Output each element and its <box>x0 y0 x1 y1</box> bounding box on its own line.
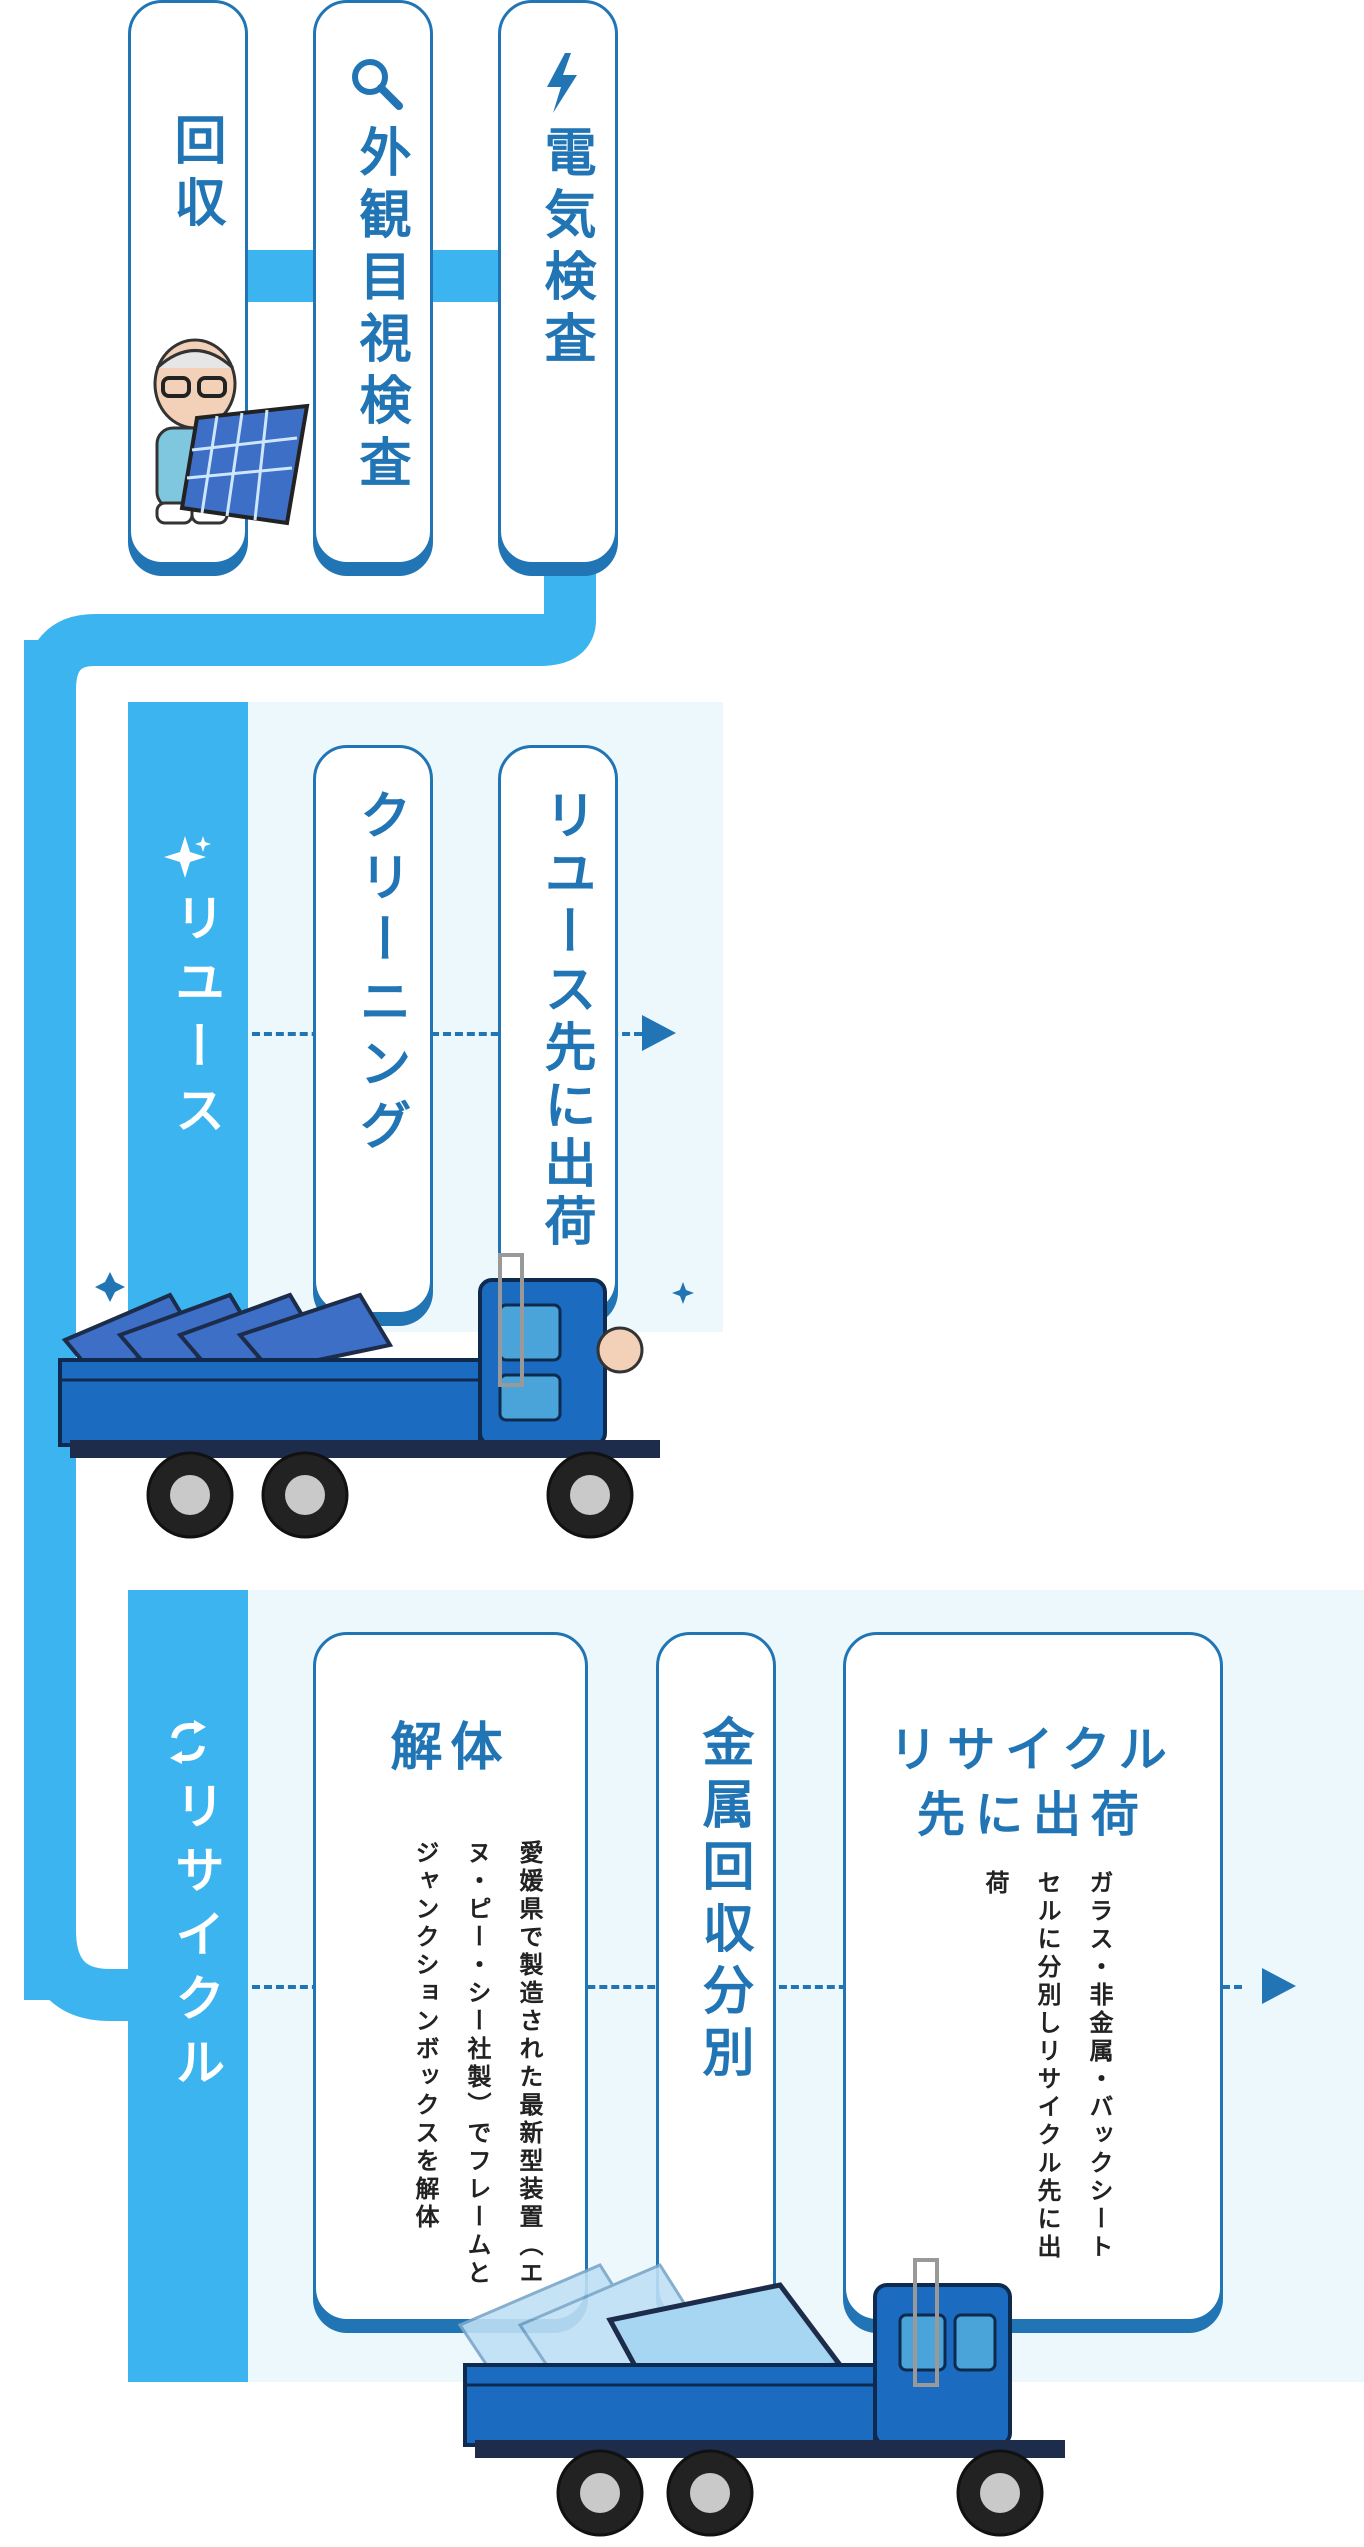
reuse-ship-label: リユース先に出荷 <box>535 788 595 1252</box>
recycle-label: リサイクル <box>167 1780 225 2100</box>
recycle-arrows-icon <box>170 1720 206 1764</box>
electric-inspection-card: 電気検査 <box>498 0 618 565</box>
visual-inspection-card: 外観目視検査 <box>313 0 433 565</box>
cleaning-label: クリーニング <box>350 788 410 1160</box>
sparkle-icon <box>164 836 211 878</box>
collect-card: 回収 <box>128 0 310 565</box>
recycle-ship-card: リサイクル 先に出荷 ガラス・非金属・バックシートセルに分別しリサイクル先に出荷 <box>843 1632 1223 2322</box>
reuse-truck-illustration <box>58 1253 694 1539</box>
recycle-band: リサイクル <box>128 1590 248 2382</box>
recycle-ship-title-line1: リサイクル <box>889 1722 1177 1778</box>
cleaning-card: クリーニング <box>313 745 433 1315</box>
electric-inspection-label: 電気検査 <box>535 125 595 373</box>
search-icon <box>352 59 403 110</box>
reuse-flow-dashes <box>252 1032 642 1036</box>
worker-with-panel-illustration <box>153 338 310 526</box>
dismantle-card: 解体 愛媛県で製造された最新型装置（エヌ・ピー・シー社製）でフレームとジャンクシ… <box>313 1632 588 2322</box>
reuse-ship-card: リユース先に出荷 <box>498 745 618 1315</box>
reuse-arrow-icon <box>642 1015 676 1051</box>
reuse-branch-notch <box>76 990 128 1065</box>
recycle-ship-description: ガラス・非金属・バックシートセルに分別しリサイクル先に出荷 <box>981 1870 1113 2262</box>
metal-recovery-card: 金属回収分別 <box>656 1632 776 2322</box>
collect-label: 回収 <box>165 113 225 237</box>
dismantle-title: 解体 <box>390 1718 511 1778</box>
recycle-truck-illustration <box>457 2258 1065 2537</box>
recycle-arrow-icon <box>1262 1968 1296 2004</box>
recycle-ship-title-line2: 先に出荷 <box>916 1787 1149 1843</box>
reuse-label: リユース <box>167 892 225 1148</box>
dismantle-description: 愛媛県で製造された最新型装置（エヌ・ピー・シー社製）でフレームとジャンクションボ… <box>411 1840 543 2288</box>
metal-recovery-label: 金属回収分別 <box>693 1715 753 2087</box>
reuse-band: リユース <box>128 702 248 1332</box>
lightning-icon <box>547 53 577 113</box>
visual-inspection-label: 外観目視検査 <box>350 125 410 497</box>
